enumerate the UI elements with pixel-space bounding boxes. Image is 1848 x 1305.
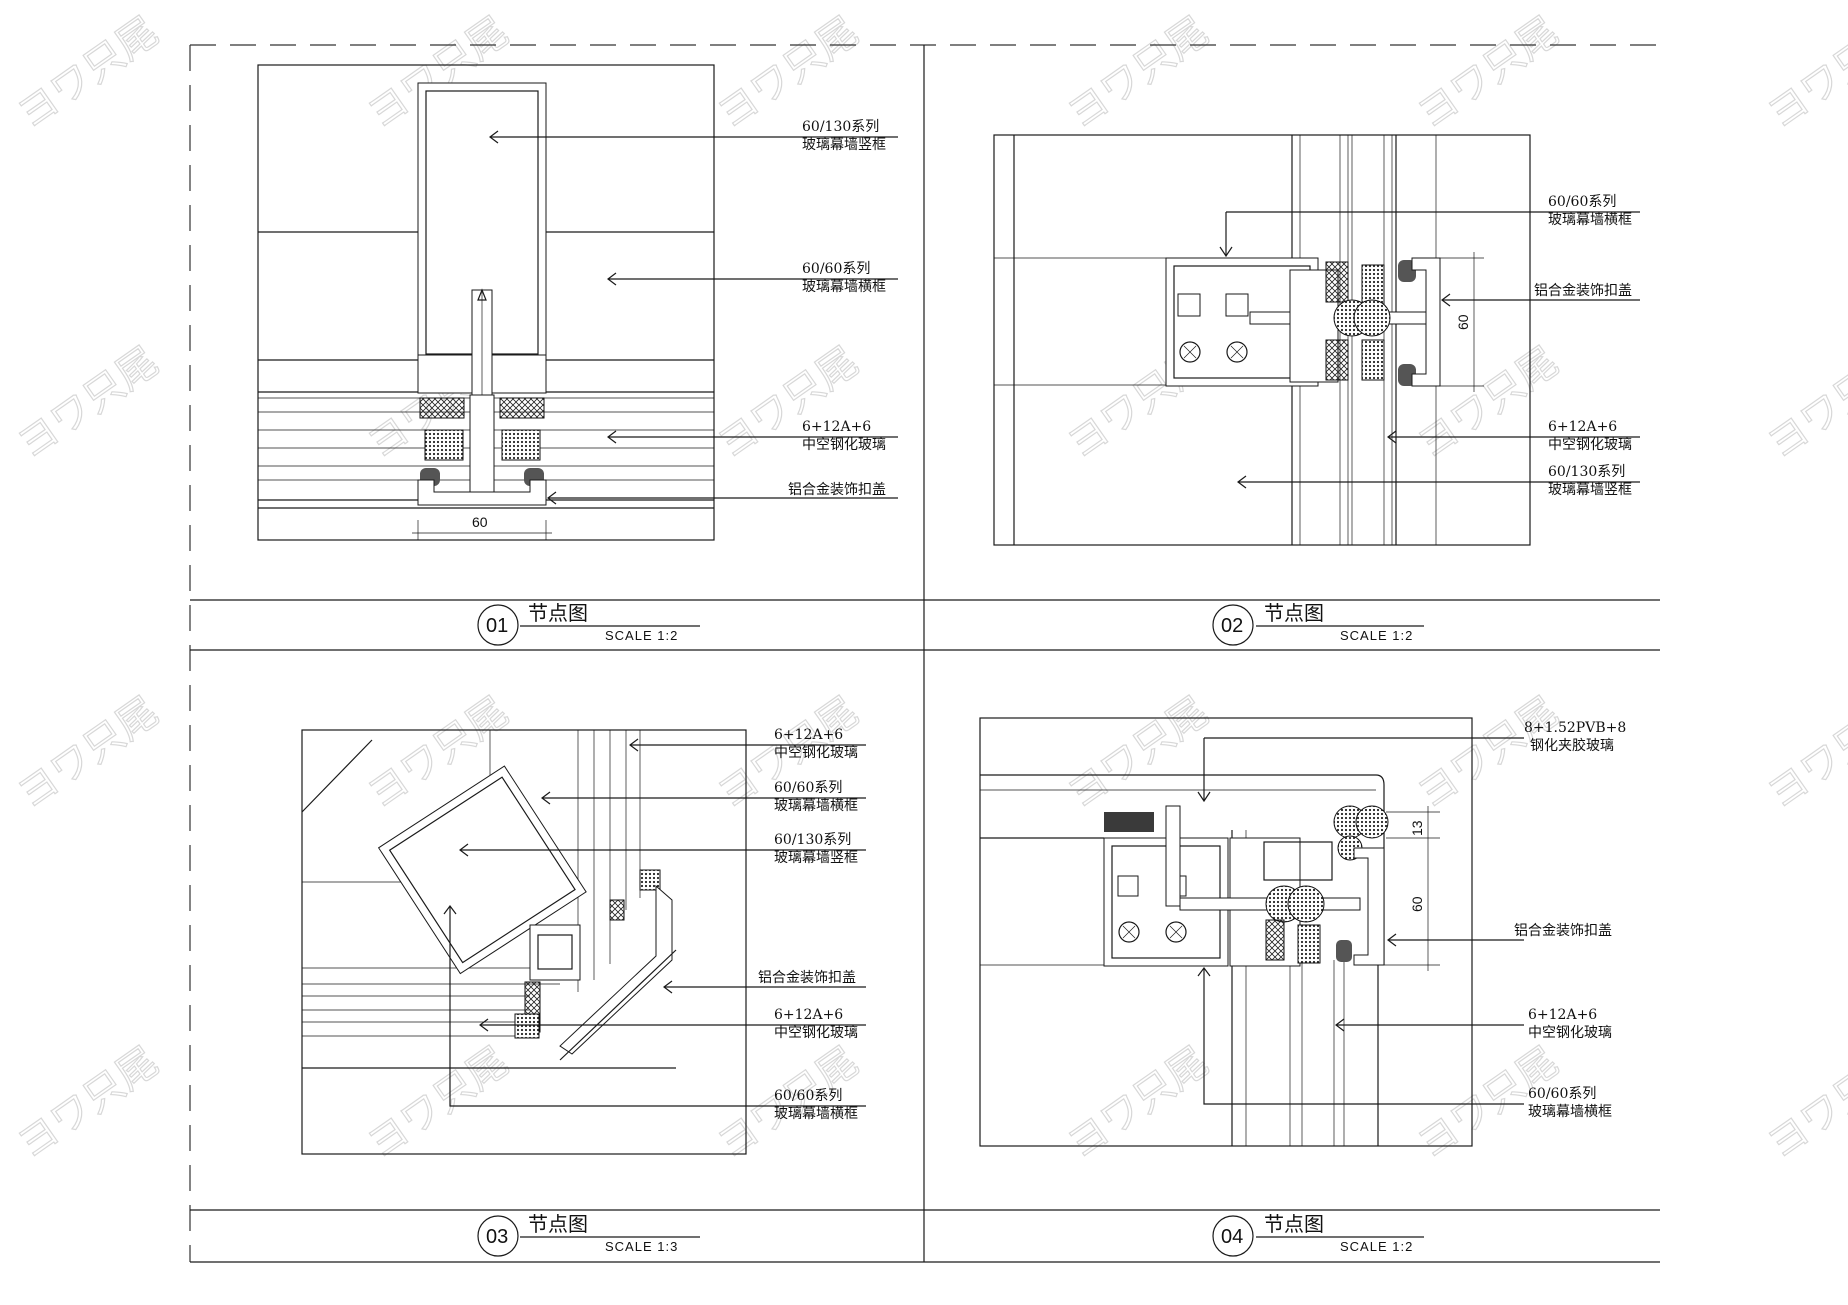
detail-02-scale: SCALE 1:2 (1340, 628, 1413, 643)
detail-03-labels: 6+12A+6 中空钢化玻璃 60/60系列 玻璃幕墙横框 60/130系列 玻… (758, 727, 858, 1122)
detail-03-scale: SCALE 1:3 (605, 1239, 678, 1254)
detail-04-label-3-line-2: 中空钢化玻璃 (1528, 1024, 1612, 1041)
detail-03-number: 03 (486, 1226, 508, 1248)
detail-01-labels: 60/130系列 玻璃幕墙竖框 60/60系列 玻璃幕墙横框 6+12A+6 中… (472, 119, 886, 530)
detail-02-number: 02 (1221, 615, 1243, 637)
detail-04-labels: 8+1.52PVB+8 钢化夹胶玻璃 铝合金装饰扣盖 6+12A+6 中空钢化玻… (1409, 720, 1626, 1120)
detail-01-label-3-line-1: 6+12A+6 (802, 419, 871, 435)
detail-01-label-3-line-2: 中空钢化玻璃 (802, 436, 886, 453)
detail-03-label-3-line-1: 60/130系列 (774, 832, 851, 848)
svg-text:ヨワ只尾: ヨワ只尾 (1059, 9, 1216, 138)
sheet-frame (189, 44, 1660, 1263)
detail-03-title: 节点图 (528, 1212, 588, 1236)
detail-02-drawing (993, 134, 1640, 546)
detail-04-label-1-line-2: 钢化夹胶玻璃 (1530, 737, 1614, 754)
detail-04-scale: SCALE 1:2 (1340, 1239, 1413, 1254)
detail-02-title: 节点图 (1264, 601, 1324, 625)
detail-04-label-3-line-1: 6+12A+6 (1528, 1007, 1597, 1023)
detail-04-title: 节点图 (1264, 1212, 1324, 1236)
detail-02-label-3-line-2: 中空钢化玻璃 (1548, 436, 1632, 453)
detail-02-label-3-line-1: 6+12A+6 (1548, 419, 1617, 435)
svg-text:ヨワ只尾: ヨワ只尾 (9, 689, 166, 818)
detail-04-number: 04 (1221, 1226, 1243, 1248)
detail-04-drawing (979, 717, 1524, 1147)
detail-04-title-block: 04 节点图 SCALE 1:2 (1212, 1212, 1424, 1257)
detail-02-label-2-line-1: 铝合金装饰扣盖 (1534, 283, 1632, 299)
detail-03-label-5-line-2: 中空钢化玻璃 (774, 1024, 858, 1041)
svg-text:ヨワ只尾: ヨワ只尾 (1759, 689, 1848, 818)
detail-03-title-block: 03 节点图 SCALE 1:3 (477, 1212, 700, 1257)
detail-03-label-4-line-1: 铝合金装饰扣盖 (758, 970, 856, 986)
detail-01-title-block: 01 节点图 SCALE 1:2 (477, 601, 700, 646)
detail-01-label-2-line-1: 60/60系列 (802, 261, 870, 277)
detail-03-label-6-line-2: 玻璃幕墙横框 (774, 1105, 858, 1122)
detail-01-number: 01 (486, 615, 508, 637)
detail-02-label-4-line-1: 60/130系列 (1548, 464, 1625, 480)
detail-01-scale: SCALE 1:2 (605, 628, 678, 643)
detail-01-label-4-line-1: 铝合金装饰扣盖 (788, 482, 886, 498)
detail-01-label-2-line-2: 玻璃幕墙横框 (802, 278, 886, 295)
detail-01-drawing (257, 64, 898, 541)
svg-text:ヨワ只尾: ヨワ只尾 (1059, 689, 1216, 818)
detail-03-label-2-line-1: 60/60系列 (774, 780, 842, 796)
svg-text:ヨワ只尾: ヨワ只尾 (9, 339, 166, 468)
svg-text:ヨワ只尾: ヨワ只尾 (9, 1039, 166, 1168)
detail-04-label-1-line-1: 8+1.52PVB+8 (1524, 720, 1626, 736)
detail-02-label-1-line-1: 60/60系列 (1548, 194, 1616, 210)
detail-01-label-1-line-2: 玻璃幕墙竖框 (802, 136, 886, 153)
detail-02-label-4-line-2: 玻璃幕墙竖框 (1548, 481, 1632, 498)
detail-04-dim-13: 13 (1409, 820, 1425, 836)
detail-01-title: 节点图 (528, 601, 588, 625)
detail-02-label-1-line-2: 玻璃幕墙横框 (1548, 211, 1632, 228)
svg-text:ヨワ只尾: ヨワ只尾 (9, 9, 166, 138)
detail-04-label-4-line-1: 60/60系列 (1528, 1086, 1596, 1102)
detail-04-label-4-line-2: 玻璃幕墙横框 (1528, 1103, 1612, 1120)
svg-text:ヨワ只尾: ヨワ只尾 (1759, 1039, 1848, 1168)
svg-text:ヨワ只尾: ヨワ只尾 (1759, 339, 1848, 468)
detail-02-title-block: 02 节点图 SCALE 1:2 (1212, 601, 1424, 646)
watermark-layer: ヨワ只尾 ヨワ只尾 ヨワ只尾 ヨワ只尾 ヨワ只尾 ヨワ只尾 ヨワ只尾 ヨワ只尾 … (9, 8, 1848, 1169)
detail-03-label-3-line-2: 玻璃幕墙竖框 (774, 849, 858, 866)
detail-02-labels: 60/60系列 玻璃幕墙横框 铝合金装饰扣盖 6+12A+6 中空钢化玻璃 60… (1455, 194, 1632, 498)
detail-03-drawing (301, 729, 866, 1155)
svg-text:ヨワ只尾: ヨワ只尾 (1059, 1039, 1216, 1168)
detail-01-label-1-line-1: 60/130系列 (802, 119, 879, 135)
svg-text:ヨワ只尾: ヨワ只尾 (1409, 9, 1566, 138)
detail-03-label-1-line-1: 6+12A+6 (774, 727, 843, 743)
detail-03-label-5-line-1: 6+12A+6 (774, 1007, 843, 1023)
detail-02-dim-60: 60 (1455, 314, 1471, 330)
detail-04-dim-60: 60 (1409, 896, 1425, 912)
svg-text:ヨワ只尾: ヨワ只尾 (1759, 9, 1848, 138)
detail-03-label-1-line-2: 中空钢化玻璃 (774, 744, 858, 761)
svg-text:ヨワ只尾: ヨワ只尾 (359, 1039, 516, 1168)
detail-04-label-2-line-1: 铝合金装饰扣盖 (1514, 923, 1612, 939)
detail-03-label-6-line-1: 60/60系列 (774, 1088, 842, 1104)
detail-01-dim-60: 60 (472, 514, 488, 530)
detail-03-label-2-line-2: 玻璃幕墙横框 (774, 797, 858, 814)
